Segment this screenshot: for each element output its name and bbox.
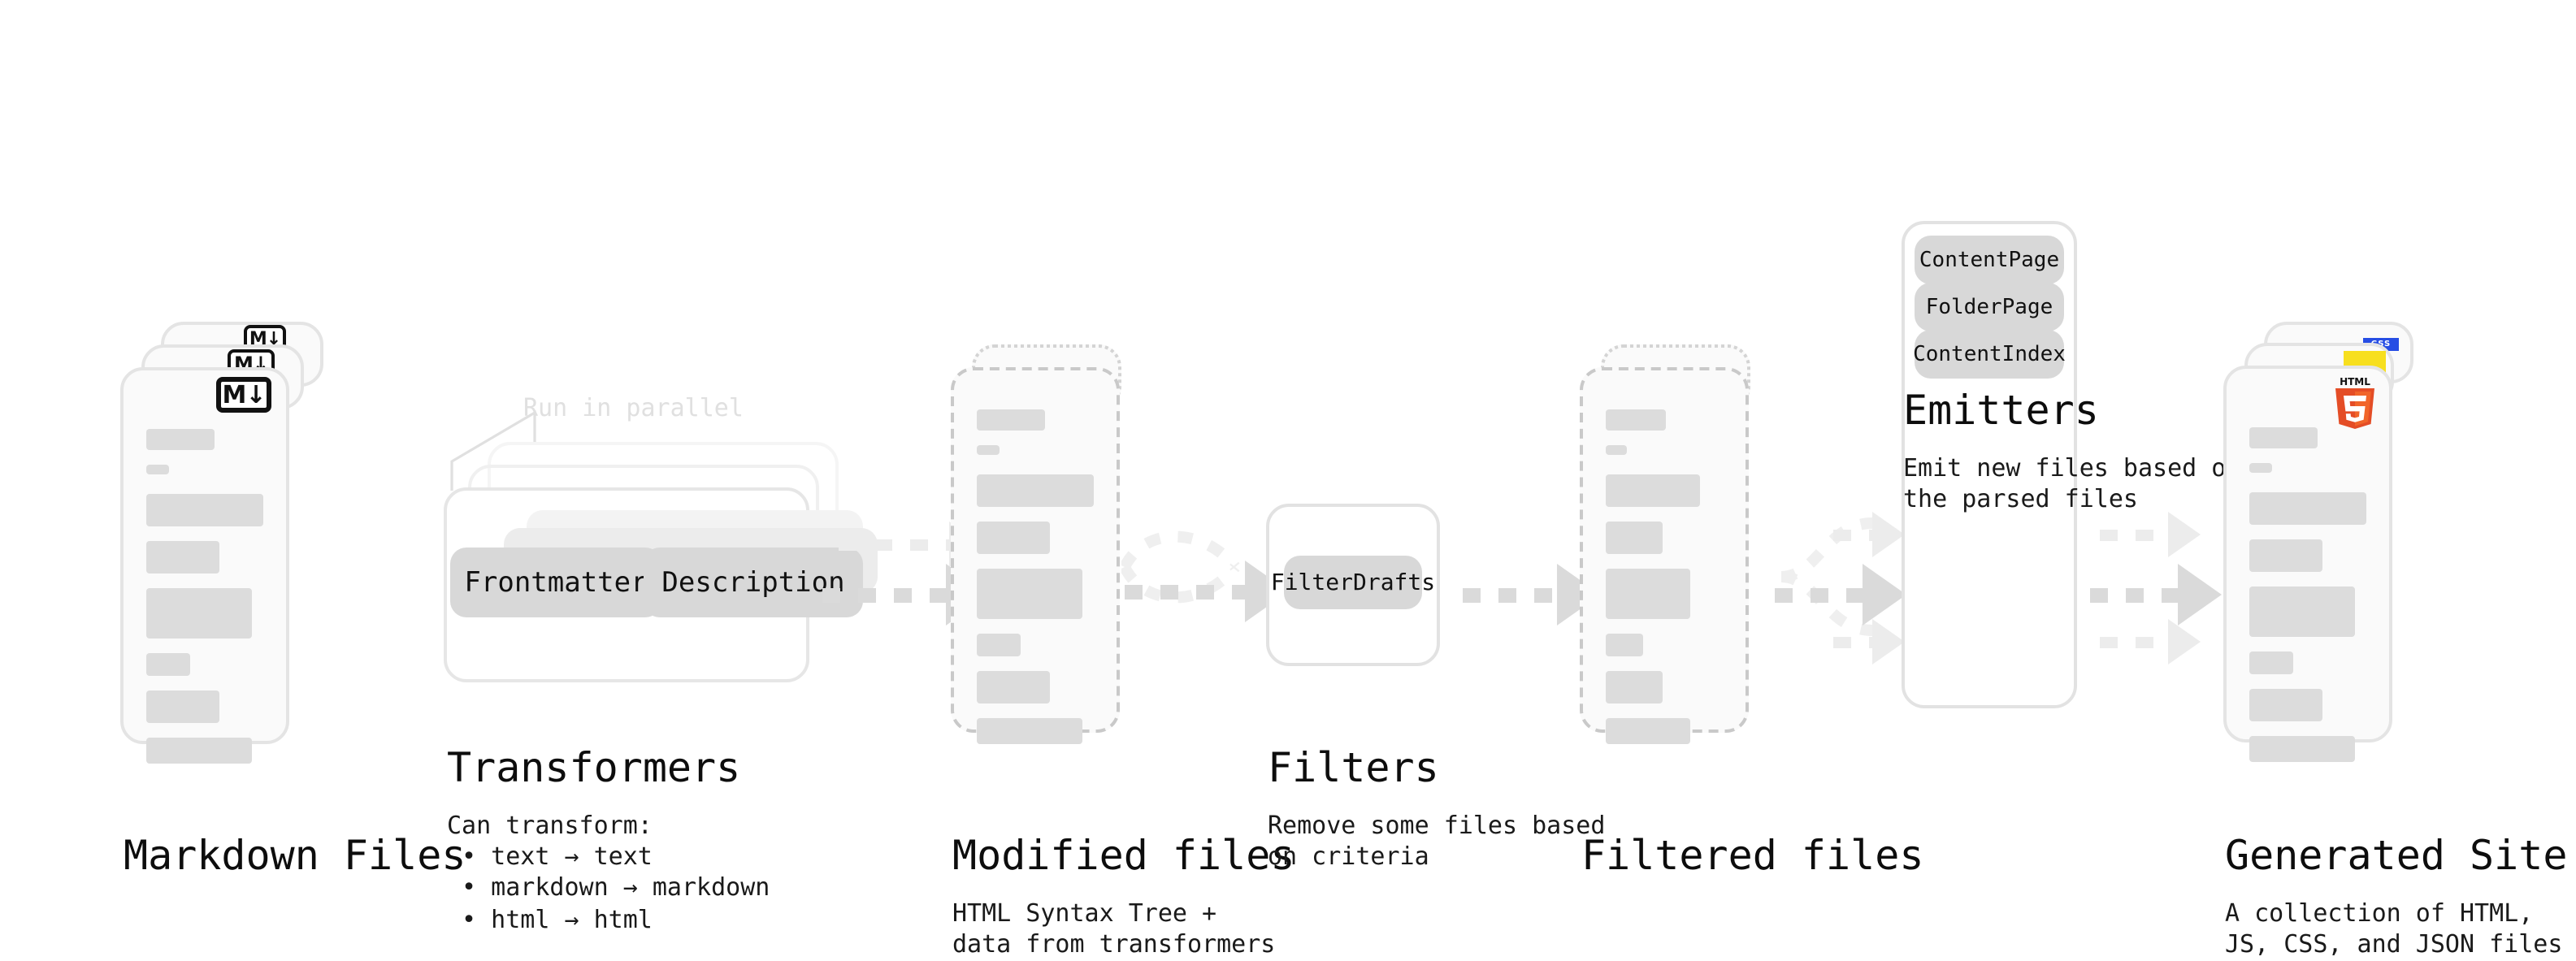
emitter-pill-contentindex[interactable]: ContentIndex <box>1913 330 2066 379</box>
transformers-subtitle: Can transform: • text → text • markdown … <box>447 811 770 934</box>
arrow-modified-to-filters-main <box>1125 561 1289 622</box>
filtered-files-caption: Filtered files <box>1581 832 1971 879</box>
arrow-filtered-to-emitters-top <box>1833 512 1905 557</box>
modified-files-subtitle: HTML Syntax Tree + data from transformer… <box>952 898 1276 959</box>
arrow-emitters-to-site-top <box>2100 512 2201 557</box>
transformers-title: Transformers <box>447 744 741 791</box>
markdown-card-front <box>120 367 289 764</box>
modified-card-front <box>951 367 1120 744</box>
emitter-pill-contentpage[interactable]: ContentPage <box>1915 236 2064 284</box>
svg-text:HTML: HTML <box>2340 376 2370 387</box>
markdown-card-placeholder-lines <box>146 429 263 778</box>
run-in-parallel-label: Run in parallel <box>523 393 744 422</box>
arrow-filtered-to-emitters-bottom <box>1833 619 1905 664</box>
generated-site-caption: Generated Site A collection of HTML, JS,… <box>2225 832 2576 961</box>
modified-card-placeholder-lines <box>977 409 1094 759</box>
filters-title: Filters <box>1268 744 1439 791</box>
markdown-files-card-stack: M↓ M↓ M↓ <box>120 322 494 764</box>
generated-card-placeholder-lines <box>2249 427 2366 777</box>
filter-pill-filterdrafts[interactable]: FilterDrafts <box>1271 556 1435 609</box>
generated-site-subtitle: A collection of HTML, JS, CSS, and JSON … <box>2225 898 2563 959</box>
transformer-pill-frontmatter[interactable]: Frontmatter <box>450 548 661 617</box>
arrow-filtered-to-emitters-split <box>1775 487 1921 666</box>
filtered-card-front <box>1580 367 1749 744</box>
html5-icon: HTML <box>2331 374 2379 429</box>
filtered-files-title: Filtered files <box>1581 832 1924 879</box>
filtered-card-placeholder-lines <box>1606 409 1723 759</box>
pipeline-diagram: M↓ M↓ M↓ Markdown Files x <box>120 221 2568 959</box>
generated-card-front <box>2223 366 2392 762</box>
emitters-title: Emitters <box>1903 387 2099 434</box>
arrow-emitters-to-site-main <box>2090 564 2222 626</box>
generated-site-title: Generated Site <box>2225 832 2568 879</box>
run-in-parallel-bracket <box>449 390 546 491</box>
arrow-emitters-to-site-bottom <box>2100 619 2201 664</box>
emitter-pill-folderpage[interactable]: FolderPage <box>1915 283 2064 331</box>
transformer-pill-description[interactable]: Description <box>644 548 863 617</box>
arrow-filtered-to-emitters-main <box>1775 564 1906 626</box>
transformers-caption: Transformers Can transform: • text → tex… <box>447 744 902 936</box>
markdown-icon-front: M↓ <box>216 377 271 413</box>
